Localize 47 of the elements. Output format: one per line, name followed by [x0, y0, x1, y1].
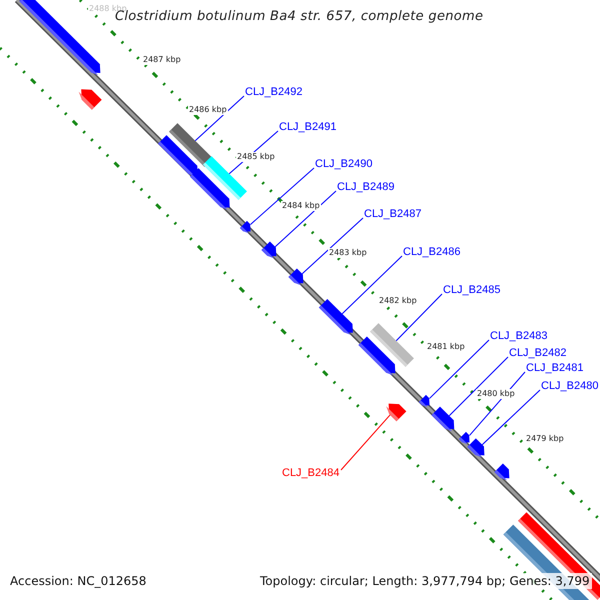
leader-line [448, 356, 508, 416]
leader-line [302, 218, 364, 274]
gene-label: CLJ_B2481 [526, 362, 584, 375]
gene-block [467, 438, 484, 458]
accession-text: Accession: NC_012658 [9, 573, 148, 589]
gene-label: CLJ_B2483 [490, 330, 548, 343]
leader-line [482, 390, 540, 446]
gene-label: CLJ_B2492 [245, 86, 302, 99]
gene-block [418, 394, 430, 408]
gene-label: CLJ_B2484 [282, 467, 340, 480]
scale-label: 2481 kbp [426, 342, 466, 352]
scale-label: 2479 kbp [525, 434, 565, 444]
gene-label: CLJ_B2487 [364, 208, 422, 221]
gene-block [386, 404, 406, 422]
gene-label: CLJ_B2486 [403, 246, 460, 259]
gene-label: CLJ_B2489 [337, 181, 394, 194]
gene-block [261, 241, 276, 258]
genome-info: Topology: circular; Length: 3,977,794 bp; Genes: 3,799 [258, 573, 592, 589]
leader-line [342, 256, 402, 314]
scale-label: 2485 kbp [236, 152, 276, 162]
gene-label: CLJ_B2485 [443, 284, 500, 297]
leader-line [250, 168, 314, 225]
gene-block [288, 268, 304, 286]
gene-block [432, 406, 454, 432]
gene-label: CLJ_B2482 [509, 347, 566, 360]
gene-block [78, 89, 102, 110]
gene-bar [370, 323, 414, 367]
gene-label: CLJ_B2480 [541, 380, 598, 393]
leader-line [396, 294, 442, 342]
scale-label: 2484 kbp [281, 201, 321, 211]
gene-block [240, 220, 251, 234]
scale-label: 2482 kbp [378, 296, 418, 306]
gene-block [458, 432, 470, 444]
leader-line [340, 414, 391, 470]
scale-label: 2486 kbp [188, 105, 228, 115]
leader-line [194, 96, 244, 142]
gene-block [318, 298, 353, 335]
scale-label: 2480 kbp [476, 389, 516, 399]
scale-label: 2483 kbp [328, 248, 368, 258]
gene-label: CLJ_B2490 [315, 158, 372, 171]
gene-bar [169, 123, 213, 167]
leader-line [429, 340, 490, 399]
gene-label: CLJ_B2491 [279, 121, 336, 134]
gene-block [494, 463, 510, 480]
leader-line [469, 372, 526, 436]
scale-label: 2487 kbp [142, 55, 182, 65]
leader-line [274, 190, 336, 248]
